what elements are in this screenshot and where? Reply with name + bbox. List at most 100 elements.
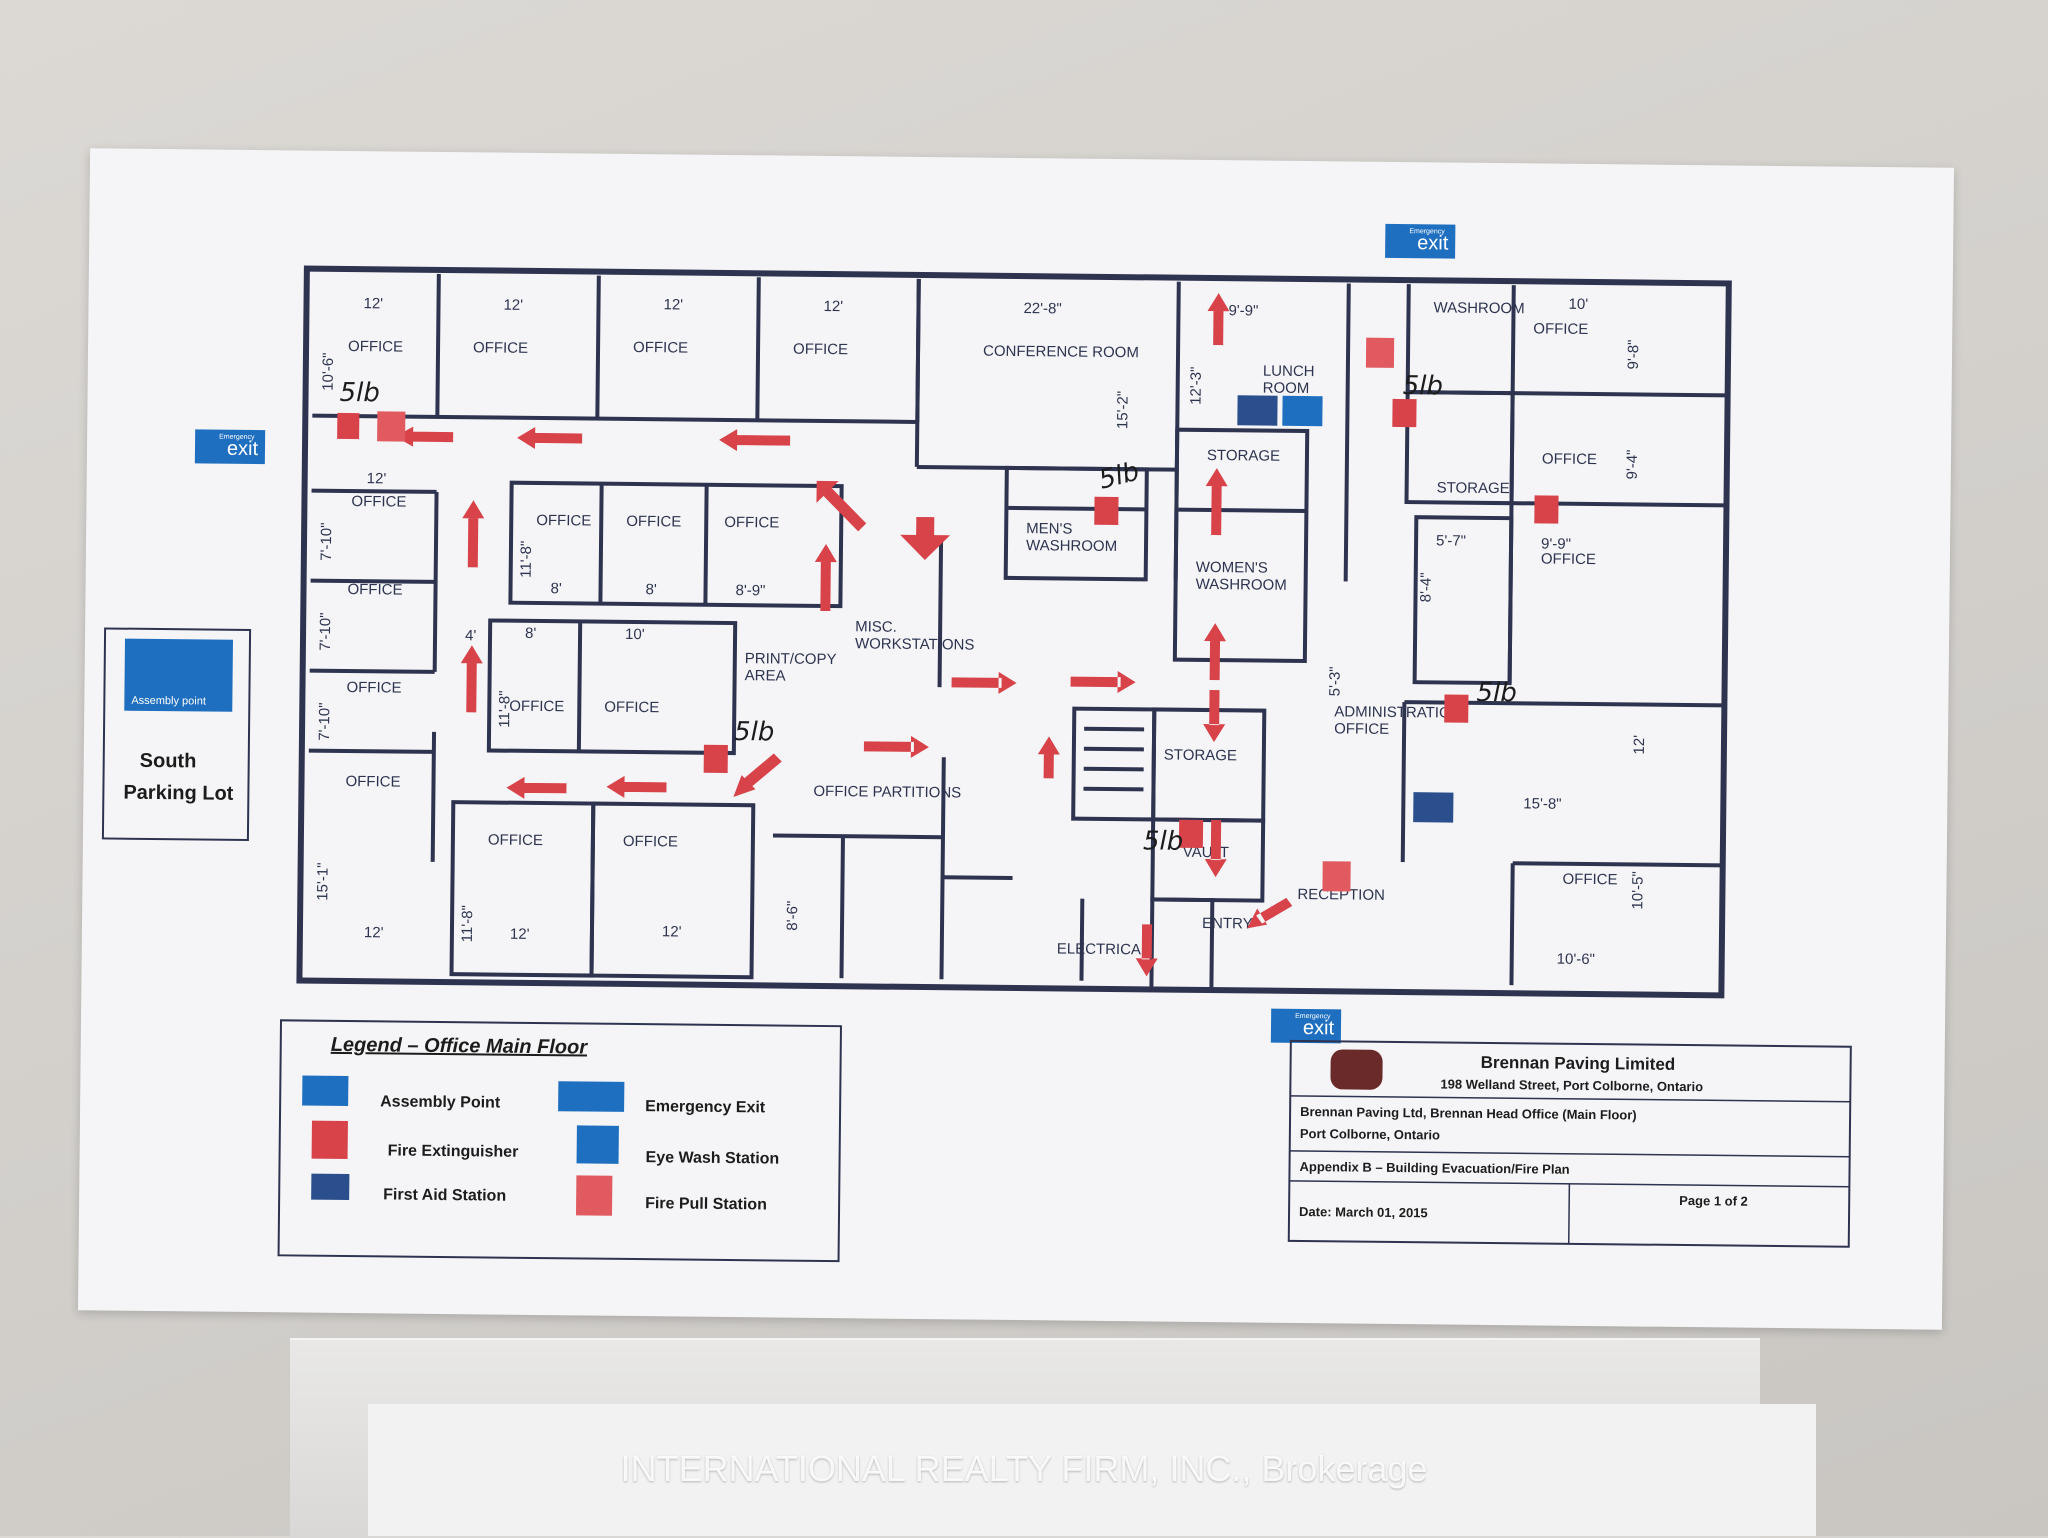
dimension: 12' [662, 923, 682, 940]
room-label-womens-2: WASHROOM [1196, 576, 1287, 594]
room-label-office: OFFICE [604, 699, 659, 717]
handwritten-note: 5lb [1476, 678, 1517, 708]
dimension: 15'-2" [1114, 391, 1131, 429]
handwritten-note: 5lb [339, 378, 380, 408]
evacuation-arrow [1204, 820, 1227, 878]
dimension: 10' [1568, 296, 1588, 313]
sleeve-sheet [368, 1404, 1816, 1536]
room-label-office: OFFICE [1533, 320, 1588, 338]
legend-eye-wash: Eye Wash Station [646, 1149, 780, 1167]
evacuation-arrow [1203, 690, 1226, 743]
dimension: 7'-10" [317, 612, 334, 650]
evacuation-arrow [606, 775, 667, 798]
room-label-office: OFFICE [724, 514, 779, 532]
dimension: 10' [625, 626, 645, 643]
company-logo-icon [1330, 1049, 1383, 1090]
legend-exit: Emergency Exit [645, 1098, 766, 1116]
legend-title: Legend – Office Main Floor [331, 1034, 589, 1059]
room-label-womens: WOMEN'S [1196, 559, 1268, 577]
dimension: 10'-6" [320, 352, 337, 390]
first-aid-station-icon [311, 1173, 350, 1201]
assembly-point-box: Assembly point South Parking Lot [101, 627, 252, 841]
evacuation-arrow [1070, 671, 1136, 694]
handwritten-note: 5lb [1403, 371, 1444, 401]
dimension: 12' [364, 924, 384, 941]
dimension: 9'-9" [1541, 535, 1571, 552]
dimension: 12' [367, 470, 387, 487]
evacuation-arrow [951, 671, 1017, 694]
assembly-point-icon [124, 638, 233, 712]
room-label-office: OFFICE [351, 493, 406, 511]
exit-sign-left: exit Emergency [194, 429, 266, 465]
title-page: Page 1 of 2 [1679, 1193, 1748, 1209]
dimension: 8'-4" [1417, 572, 1434, 602]
fire-extinguisher-icon [1534, 495, 1559, 524]
room-label-storage: STORAGE [1164, 747, 1237, 765]
dimension: 10'-5" [1629, 871, 1646, 909]
room-label-office: OFFICE [509, 698, 564, 716]
evacuation-arrow [1037, 736, 1060, 779]
dimension: 12' [510, 926, 530, 943]
first-aid-station-icon [1237, 395, 1278, 426]
room-label-partitions: OFFICE PARTITIONS [813, 783, 961, 802]
fire-pull-station-icon [1365, 337, 1395, 368]
safety-equipment [337, 337, 1559, 892]
assembly-place-line2: Parking Lot [123, 782, 234, 805]
dimension: 10'-6" [1557, 951, 1595, 968]
room-label-mens: MEN'S [1026, 520, 1072, 537]
room-label-entry: ENTRY [1202, 915, 1253, 933]
eye-wash-station-icon [576, 1125, 619, 1164]
evacuation-arrow [462, 500, 485, 568]
evacuation-arrow [1247, 897, 1293, 929]
room-label-print: PRINT/COPY [745, 650, 837, 668]
first-aid-station-icon [1413, 792, 1454, 823]
evacuation-arrow [900, 516, 951, 561]
floor-plan-drawing: OFFICE OFFICE OFFICE OFFICE CONFERENCE R… [101, 223, 1852, 1263]
evacuation-arrow [1207, 293, 1230, 346]
dimension: 8' [550, 580, 562, 597]
dimension: 11'-8" [459, 905, 476, 942]
room-label-print-2: AREA [745, 667, 786, 684]
evacuation-arrow [506, 776, 567, 799]
fire-extinguisher-icon [311, 1120, 348, 1160]
room-label-office: OFFICE [536, 512, 591, 530]
evacuation-arrow [733, 753, 782, 798]
assembly-point-icon [302, 1075, 349, 1107]
room-label-office: OFFICE [623, 833, 678, 851]
room-label-office: OFFICE [345, 773, 400, 791]
room-label-lunch-2: ROOM [1263, 380, 1310, 397]
dimension: 5'-3" [1326, 666, 1343, 696]
handwritten-note: 5lb [1096, 457, 1142, 496]
title-line2: Port Colborne, Ontario [1300, 1126, 1440, 1142]
room-label-office: OFFICE [793, 341, 848, 359]
dimension: 9'-8" [1625, 339, 1642, 369]
fire-pull-station-icon [377, 411, 406, 442]
fire-extinguisher-icon [337, 412, 360, 440]
dimension: 11'-8" [496, 690, 513, 727]
dimension: 12' [663, 296, 683, 313]
room-label-office: OFFICE [1542, 450, 1597, 468]
evacuation-arrow [816, 480, 867, 532]
exit-sign-bottom: exit Emergency [1270, 1008, 1342, 1044]
room-label-office: OFFICE [488, 831, 543, 849]
room-label-office: OFFICE [626, 513, 681, 531]
room-label-electrical: ELECTRICAL [1057, 940, 1150, 958]
dimension: 12' [823, 298, 843, 315]
dimension: 12' [1631, 735, 1648, 755]
fire-extinguisher-icon [1094, 496, 1119, 526]
dimension: 12' [503, 297, 523, 314]
dimension: 15'-8" [1523, 795, 1561, 812]
dimension: 9'-9" [1228, 302, 1258, 319]
dimension: 8' [645, 581, 657, 598]
room-label-office: OFFICE [473, 339, 528, 357]
watermark-text: INTERNATIONAL REALTY FIRM, INC., Brokera… [620, 1448, 1428, 1489]
dimension: 4' [465, 627, 477, 644]
dimension: 5'-7" [1436, 532, 1466, 549]
legend-fire-pull: Fire Pull Station [645, 1195, 767, 1213]
fire-extinguisher-icon [1392, 398, 1417, 428]
handwritten-note: 5lb [1143, 826, 1184, 856]
evacuation-plan-sheet: OFFICE OFFICE OFFICE OFFICE CONFERENCE R… [77, 148, 1955, 1330]
room-label-reception: RECEPTION [1297, 886, 1385, 904]
dimension: 7'-10" [316, 702, 333, 740]
assembly-point-label: Assembly point [131, 695, 206, 708]
